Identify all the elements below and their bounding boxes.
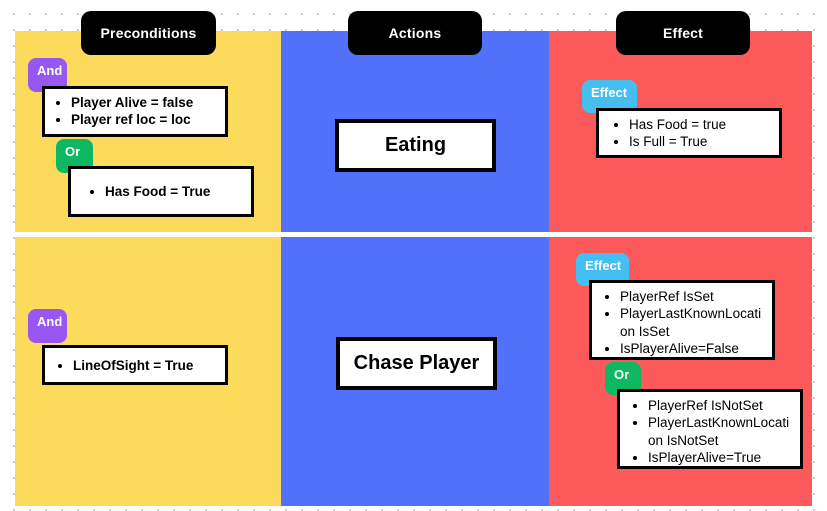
list-item: PlayerRef IsSet [620, 288, 766, 305]
header-pill-effect[interactable]: Effect [616, 11, 750, 55]
list-item: PlayerRef IsNotSet [648, 397, 794, 414]
action-box-eating[interactable]: Eating [335, 119, 496, 172]
header-pill-effect-label: Effect [662, 25, 704, 41]
effect-box-row1[interactable]: Has Food = true Is Full = True [596, 108, 782, 158]
or-badge-row1-label: Or [65, 144, 81, 159]
effect-or-list-row2: PlayerRef IsNotSet PlayerLastKnownLocati… [624, 397, 794, 466]
header-pill-actions[interactable]: Actions [348, 11, 482, 55]
effect-badge-row1-label: Effect [591, 85, 628, 100]
list-item: IsPlayerAlive=True [648, 449, 794, 466]
action-box-chase-player-label: Chase Player [353, 352, 480, 374]
header-pill-actions-label: Actions [388, 25, 442, 41]
effect-list-row2: PlayerRef IsSet PlayerLastKnownLocation … [596, 288, 766, 357]
list-item: Is Full = True [629, 133, 773, 150]
action-box-chase-player[interactable]: Chase Player [336, 337, 497, 390]
precondition-and-list-row1: Player Alive = false Player ref loc = lo… [49, 94, 219, 129]
and-badge-row2[interactable]: And [28, 309, 67, 343]
precondition-and-box-row1[interactable]: Player Alive = false Player ref loc = lo… [42, 86, 228, 137]
list-item: PlayerLastKnownLocation IsSet [620, 305, 766, 340]
effect-box-row2[interactable]: PlayerRef IsSet PlayerLastKnownLocation … [589, 280, 775, 360]
list-item: IsPlayerAlive=False [620, 340, 766, 357]
or-badge-row2-label: Or [614, 367, 630, 382]
precondition-and-list-row2: LineOfSight = True [49, 353, 219, 374]
and-badge-row1-label: And [37, 63, 63, 78]
effect-list-row1: Has Food = true Is Full = True [603, 116, 773, 151]
list-item: Has Food = true [629, 116, 773, 133]
effect-or-box-row2[interactable]: PlayerRef IsNotSet PlayerLastKnownLocati… [617, 389, 803, 469]
list-item: Player ref loc = loc [71, 111, 219, 128]
effect-badge-row2-label: Effect [585, 258, 622, 273]
and-badge-row2-label: And [37, 314, 63, 329]
effect-badge-row1[interactable]: Effect [582, 80, 637, 113]
list-item: LineOfSight = True [73, 357, 219, 374]
action-box-eating-label: Eating [384, 134, 447, 156]
header-pill-preconditions[interactable]: Preconditions [81, 11, 216, 55]
list-item: PlayerLastKnownLocation IsNotSet [648, 414, 794, 449]
list-item: Has Food = True [105, 183, 245, 200]
precondition-and-box-row2[interactable]: LineOfSight = True [42, 345, 228, 385]
list-item: Player Alive = false [71, 94, 219, 111]
precondition-or-list-row1: Has Food = True [75, 174, 245, 200]
precondition-or-box-row1[interactable]: Has Food = True [68, 166, 254, 217]
header-pill-preconditions-label: Preconditions [100, 25, 197, 41]
